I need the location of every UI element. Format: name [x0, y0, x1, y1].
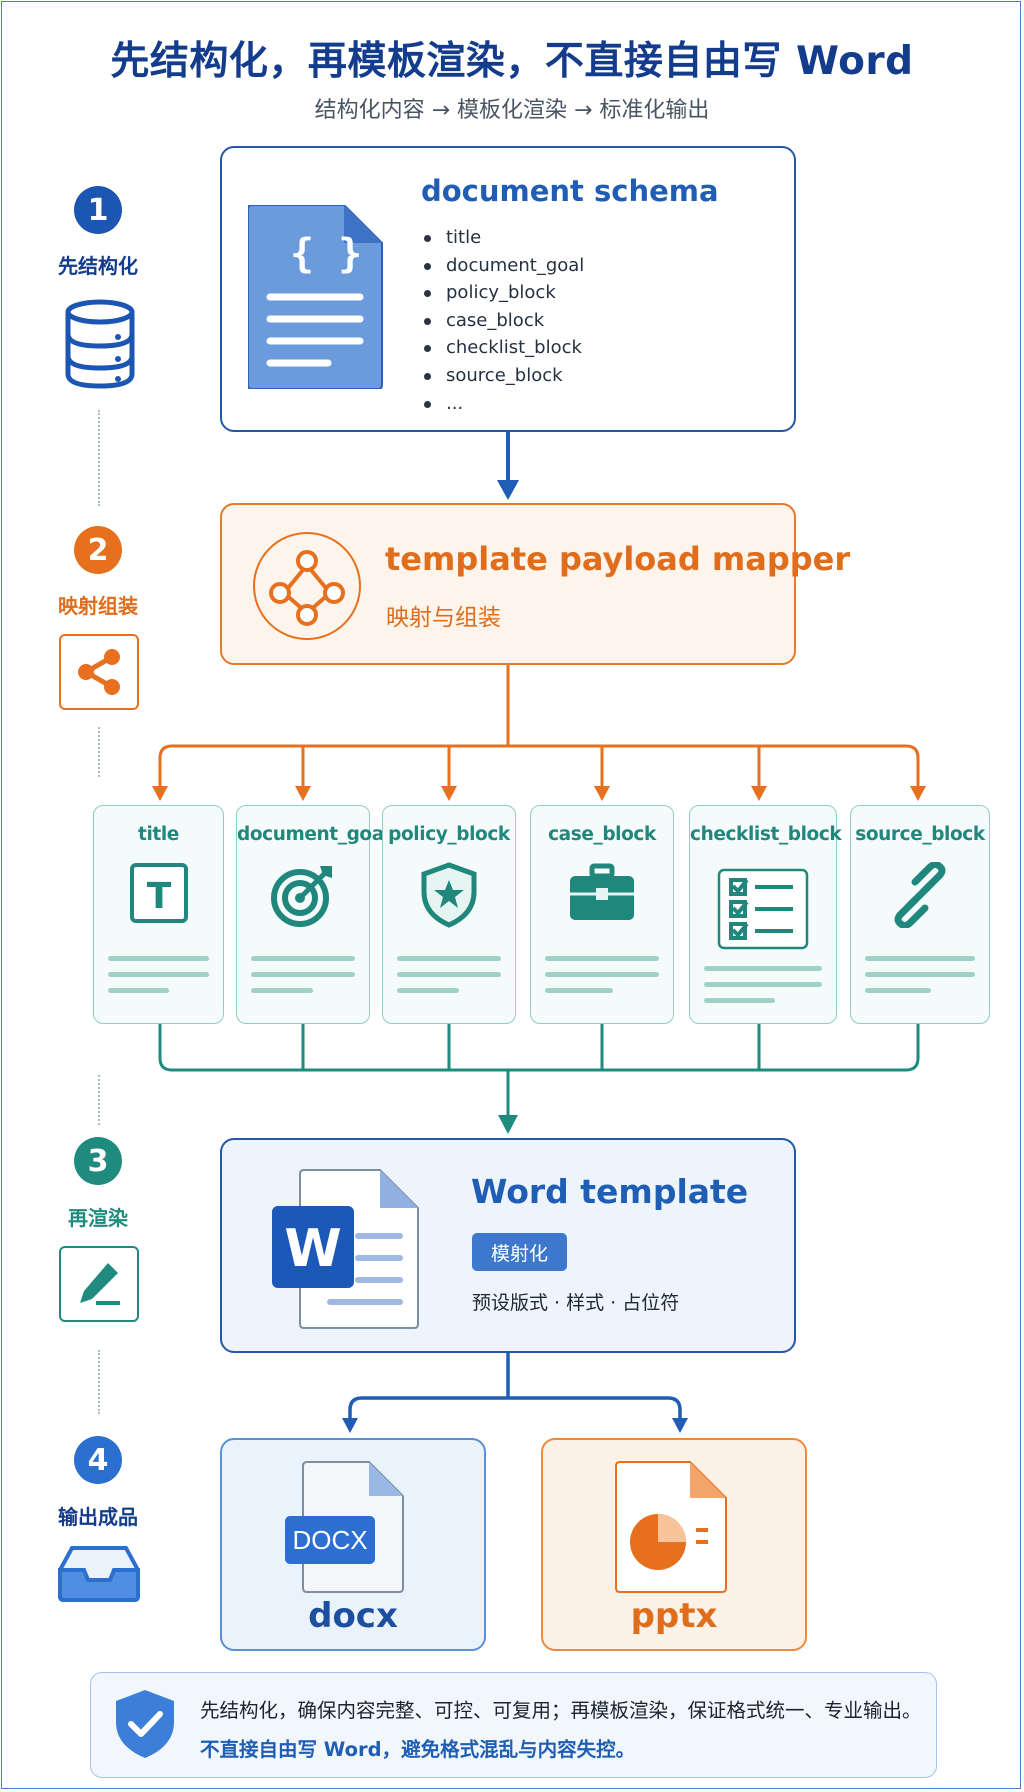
- svg-text:W: W: [284, 1219, 341, 1279]
- step-2-label: 映射组装: [58, 594, 138, 618]
- summary-note-line-1: 先结构化，确保内容完整、可控、可复用；再模板渲染，保证格式统一、专业输出。: [200, 1699, 922, 1722]
- block-card-title: title T: [93, 805, 224, 1024]
- docx-badge-text: DOCX: [292, 1525, 367, 1555]
- checklist-icon: [717, 868, 809, 954]
- block-card-checklist-block: checklist_block: [689, 805, 842, 1024]
- schema-field: title: [420, 224, 584, 252]
- schema-field: policy_block: [420, 279, 584, 307]
- block-card-case-block: case_block: [530, 805, 674, 1024]
- shield-star-icon: [420, 862, 478, 932]
- database-icon: [62, 298, 138, 394]
- step-1-number: 1: [74, 186, 122, 234]
- step-4-label: 输出成品: [58, 1505, 138, 1529]
- block-card-label: document_goal: [237, 824, 390, 845]
- block-card-document-goal: document_goal: [236, 805, 390, 1024]
- step-2-number: 2: [74, 526, 122, 574]
- block-card-label: source_block: [855, 824, 985, 845]
- schema-title: document schema: [421, 174, 719, 208]
- schema-field: source_block: [420, 362, 584, 390]
- block-card-policy-block: policy_block: [382, 805, 516, 1024]
- shield-check-icon: [114, 1688, 176, 1764]
- docx-output-label: docx: [308, 1596, 398, 1636]
- docx-file-icon: DOCX: [283, 1460, 407, 1598]
- target-icon: [270, 862, 336, 932]
- svg-text:T: T: [146, 876, 171, 917]
- word-template-badge: 模射化: [472, 1233, 567, 1271]
- step-3-number: 3: [74, 1137, 122, 1185]
- word-template-title: Word template: [471, 1172, 749, 1211]
- page-title: 先结构化，再模板渲染，不直接自由写 Word: [110, 39, 914, 84]
- step-divider: [98, 1350, 100, 1414]
- mapper-subtitle: 映射与组装: [386, 605, 501, 631]
- schema-field: case_block: [420, 307, 584, 335]
- briefcase-icon: [568, 862, 636, 926]
- word-template-subtitle: 预设版式 · 样式 · 占位符: [472, 1292, 680, 1314]
- step-1-label: 先结构化: [58, 254, 138, 278]
- schema-field: ...: [420, 390, 584, 418]
- step-divider: [98, 727, 100, 777]
- schema-field: checklist_block: [420, 334, 584, 362]
- block-card-label: title: [138, 824, 179, 845]
- summary-note-box: [90, 1672, 937, 1778]
- share-nodes-icon: [59, 634, 139, 710]
- mapper-title: template payload mapper: [385, 540, 851, 578]
- json-document-icon: { }: [247, 204, 384, 393]
- mapper-fanout-connector: [158, 665, 920, 790]
- pptx-file-icon: [614, 1460, 730, 1598]
- step-4-number: 4: [74, 1436, 122, 1484]
- text-t-icon: T: [129, 862, 189, 928]
- summary-note-line-2: 不直接自由写 Word，避免格式混乱与内容失控。: [200, 1738, 636, 1761]
- pen-edit-icon: [59, 1246, 139, 1322]
- schema-field-list: title document_goal policy_block case_bl…: [420, 224, 584, 417]
- step-divider: [98, 1075, 100, 1125]
- cards-merge-connector: [158, 1024, 920, 1118]
- node-graph-icon: [252, 531, 362, 645]
- step-3-label: 再渲染: [68, 1206, 128, 1230]
- step-divider: [98, 410, 100, 506]
- word-document-icon: W: [270, 1166, 420, 1334]
- schema-field: document_goal: [420, 252, 584, 280]
- svg-text:{ }: { }: [290, 231, 362, 277]
- page-subtitle: 结构化内容 → 模板化渲染 → 标准化输出: [314, 98, 710, 123]
- block-card-label: checklist_block: [690, 824, 842, 845]
- link-icon: [887, 860, 953, 932]
- block-card-source-block: source_block: [850, 805, 990, 1024]
- block-card-label: case_block: [548, 824, 656, 845]
- inbox-tray-icon: [58, 1544, 140, 1608]
- block-card-label: policy_block: [388, 824, 510, 845]
- word-split-connector: [348, 1353, 682, 1420]
- pptx-output-label: pptx: [630, 1596, 718, 1636]
